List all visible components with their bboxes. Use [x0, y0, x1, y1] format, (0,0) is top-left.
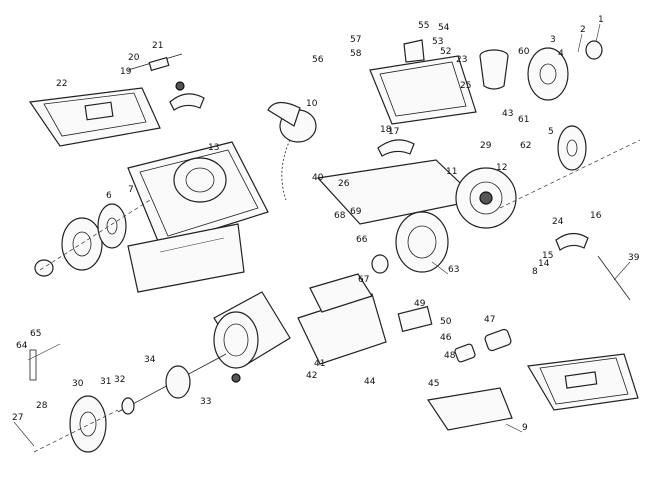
callout-49-bottom: 49 [414, 299, 426, 309]
callout-3-top-right: 3 [550, 35, 556, 45]
fastener-legend [27, 343, 61, 381]
armature-shaft [117, 353, 227, 415]
callout-56-top: 56 [312, 55, 324, 65]
brush-assembly [454, 328, 512, 363]
callout-32-bottom: 32 [114, 375, 125, 385]
callout-61-right: 61 [518, 115, 529, 125]
callout-25-top: 25 [460, 81, 471, 91]
grinding-wheel-center [371, 211, 449, 274]
callout-33-bottom: 33 [200, 397, 211, 407]
callout-9-bottom-right: 9 [522, 423, 528, 433]
callout-7-left: 7 [128, 185, 134, 195]
callout-26-center: 26 [338, 179, 350, 189]
callout-23-top: 23 [456, 55, 467, 65]
callout-41-bottom: 41 [314, 359, 325, 369]
callout-34-bottom: 34 [144, 355, 156, 365]
callout-18-top: 18 [380, 125, 392, 135]
callout-53-top: 53 [432, 37, 443, 47]
callout-66-center: 66 [356, 235, 368, 245]
motor-housing [213, 291, 291, 383]
callout-29-right: 29 [480, 141, 492, 151]
eye-shield-left [169, 81, 205, 111]
callout-69-center: 69 [350, 207, 362, 217]
callout-5-right: 5 [548, 127, 554, 137]
grinder-housing [316, 159, 517, 229]
callout-40-center: 40 [312, 173, 324, 183]
right-wheel-assembly [499, 40, 641, 209]
callout-43-right: 43 [502, 109, 513, 119]
callout-19-top-left: 19 [120, 67, 132, 77]
callout-63-center: 63 [448, 265, 459, 275]
callout-58-top: 58 [350, 49, 362, 59]
callout-48-bottom: 48 [444, 351, 456, 361]
water-cup [479, 49, 509, 90]
callout-64-left: 64 [16, 341, 28, 351]
eye-shield-top [377, 139, 415, 157]
callout-2-top-right: 2 [580, 25, 586, 35]
callout-52-top: 52 [440, 47, 451, 57]
callout-57-top: 57 [350, 35, 361, 45]
callout-30-bottom-left: 30 [72, 379, 84, 389]
callout-24-right: 24 [552, 217, 564, 227]
callout-39-right: 39 [628, 253, 640, 263]
callout-28-bottom-left: 28 [36, 401, 48, 411]
callout-4-top-right: 4 [558, 49, 564, 59]
bottom-plate [426, 387, 513, 431]
bottom-left-wheel [33, 395, 119, 453]
callout-20-top-left: 20 [128, 53, 140, 63]
callout-60-top: 60 [518, 47, 530, 57]
eye-shield-right [555, 232, 631, 301]
callout-12-center: 12 [496, 163, 507, 173]
callout-17-top: 17 [388, 127, 399, 137]
callout-68-center: 68 [334, 211, 346, 221]
spindle-rod [127, 53, 183, 72]
callout-11-center: 11 [446, 167, 457, 177]
callout-47-bottom: 47 [484, 315, 495, 325]
callout-50-bottom: 50 [440, 317, 452, 327]
callout-1-top-right: 1 [598, 15, 604, 25]
callout-46-bottom: 46 [440, 333, 452, 343]
left-tray [28, 87, 161, 147]
callout-62-right: 62 [520, 141, 531, 151]
callout-67-center: 67 [358, 275, 369, 285]
callout-13-left: 13 [208, 143, 219, 153]
parts-drawing [27, 39, 641, 453]
callout-21-top-left: 21 [152, 41, 163, 51]
callout-45-bottom: 45 [428, 379, 439, 389]
callout-22-left-tray: 22 [56, 79, 67, 89]
left-base-casting [127, 141, 269, 293]
leader-lines [13, 23, 631, 447]
lamp [267, 101, 317, 201]
callout-27-bottom-left: 27 [12, 413, 23, 423]
callout-14-right: 14 [538, 259, 550, 269]
callout-15-right: 15 [542, 251, 553, 261]
callout-31-bottom: 31 [100, 377, 111, 387]
left-wheel-assembly [34, 199, 151, 277]
callout-6-left: 6 [106, 191, 112, 201]
callout-44-bottom: 44 [364, 377, 376, 387]
callout-labels: 1 2 3 4 5 6 7 8 9 10 11 12 13 14 15 16 1… [12, 15, 640, 433]
callout-54-top: 54 [438, 23, 450, 33]
callout-65-left: 65 [30, 329, 41, 339]
callout-42-bottom: 42 [306, 371, 317, 381]
top-right-bracket [369, 39, 477, 125]
switch-block [397, 305, 433, 333]
callout-8-right: 8 [532, 267, 538, 277]
callout-16-right: 16 [590, 211, 602, 221]
callout-10-lamp: 10 [306, 99, 318, 109]
callout-55-top: 55 [418, 21, 429, 31]
motor-stand [297, 273, 387, 365]
right-tray [527, 353, 639, 411]
